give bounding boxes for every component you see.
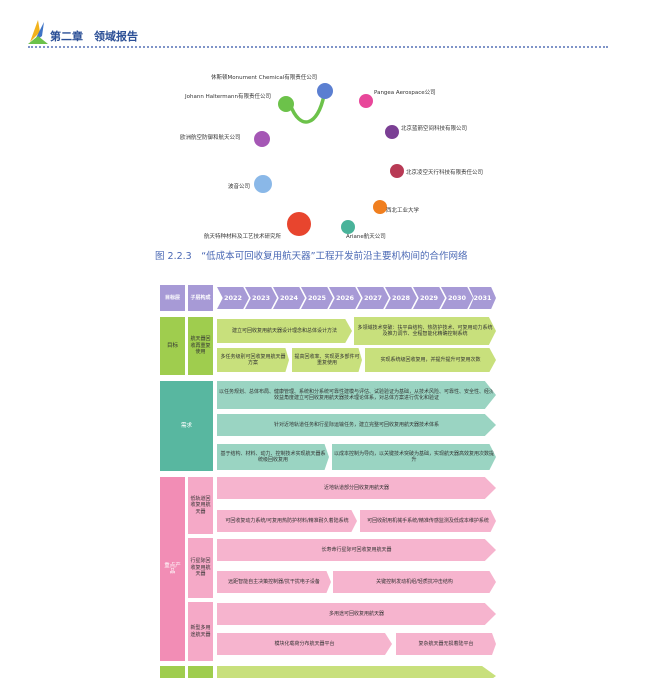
products-group-1-item-0: 长寿命行星际可回收复用航天器 bbox=[217, 539, 496, 561]
network-node-1 bbox=[278, 96, 294, 112]
year-8: 2030 bbox=[441, 287, 473, 309]
chapter-logo-icon bbox=[28, 20, 48, 44]
network-node-7 bbox=[373, 200, 387, 214]
year-6: 2028 bbox=[385, 287, 417, 309]
collaboration-network: 休斯顿Monument Chemical有限责任公司 Johann Halter… bbox=[180, 73, 483, 240]
products-group-1-item-1: 远距智能自主决策控制器/抗干扰电子设备 bbox=[217, 571, 331, 593]
network-node-2 bbox=[359, 94, 373, 108]
network-label-3: 北京蓝箭空间科技有限公司 bbox=[401, 124, 467, 132]
network-node-0 bbox=[317, 83, 333, 99]
products-group-2-item-2: 复杂航天器无损着陆平台 bbox=[396, 633, 496, 655]
goal-item-0: 建立可回收复用航天器设计理念和总体设计方法 bbox=[217, 319, 352, 343]
products-group-2-item-1: 模块化载荷分布航天器平台 bbox=[217, 633, 392, 655]
goal-sub-label: 航天器回收再重复使用 bbox=[188, 317, 213, 375]
products-group-0-item-0: 近地轨道部分回收复用航天器 bbox=[217, 477, 496, 499]
network-label-9: Ariane航天公司 bbox=[346, 232, 386, 240]
header-divider bbox=[28, 46, 608, 48]
year-2: 2024 bbox=[273, 287, 305, 309]
demand-item-1: 针对近地轨道任务和行星际运输任务，建立完整可回收复用航天器技术体系 bbox=[217, 414, 496, 436]
network-label-4: 欧洲航空防御和航天公司 bbox=[180, 133, 241, 141]
col-header-target: 目标层 bbox=[160, 285, 185, 311]
network-label-0: 休斯顿Monument Chemical有限责任公司 bbox=[211, 73, 317, 81]
network-node-3 bbox=[385, 125, 399, 139]
network-node-9 bbox=[341, 220, 355, 234]
goal-item-3: 提高回收率、实现更多部件可重复使用 bbox=[292, 348, 362, 372]
technology-roadmap: 目标层 子层构成 2022 2023 2024 2025 2026 2027 2… bbox=[160, 285, 496, 678]
demand-item-3: 以成本控制为导向，以关键技术突破为基础，实现航天器高效复用次数提升 bbox=[332, 444, 496, 470]
year-9: 2031 bbox=[469, 287, 496, 309]
network-label-1: Johann Haltermann有限责任公司 bbox=[184, 92, 271, 100]
year-3: 2025 bbox=[301, 287, 333, 309]
year-5: 2027 bbox=[357, 287, 389, 309]
products-group-1-item-2: 关键控制发动机组/轻质抗冲击结构 bbox=[333, 571, 496, 593]
demand-item-0: 以任务规划、总体布局、健康管理、系统和分系统可靠性建模与评估、试验验证为基础，从… bbox=[217, 381, 496, 409]
col-header-sub: 子层构成 bbox=[188, 285, 213, 311]
goal-item-4: 实现系统级回收复用，并提升提升可复用次数 bbox=[365, 348, 496, 372]
network-node-6 bbox=[254, 175, 272, 193]
figure-caption: 图 2.2.3 “低成本可回收复用航天器”工程开发前沿主要机构间的合作网络 bbox=[155, 251, 468, 262]
products-group-2-item-0: 多用途可回收复用航天器 bbox=[217, 603, 496, 625]
demand-item-2: 基于结构、材料、动力、控制技术实现航天器系统级回收复用 bbox=[217, 444, 329, 470]
network-node-4 bbox=[254, 131, 270, 147]
products-group-2-sub: 新型多用途航天器 bbox=[188, 602, 213, 661]
network-node-5 bbox=[390, 164, 404, 178]
network-label-6: 波音公司 bbox=[228, 182, 250, 190]
network-link bbox=[288, 94, 326, 124]
next-section-item bbox=[217, 666, 496, 678]
page-header: 第二章 领域报告 bbox=[28, 18, 628, 48]
products-label: 重点产品 bbox=[160, 477, 185, 661]
goal-label: 目标 bbox=[160, 317, 185, 375]
year-7: 2029 bbox=[413, 287, 445, 309]
goal-item-1: 多领域技术突破：扶平由结构、热防护技术、可复用动力系统及推力调节、全程智能化精确… bbox=[354, 317, 496, 345]
year-0: 2022 bbox=[217, 287, 249, 309]
goal-item-2: 多任务级别可回收复用航天器方案 bbox=[217, 348, 289, 372]
products-group-0-item-1: 可回收复动力系统/可复用热防护材料/精准耐久着陆系统 bbox=[217, 510, 357, 532]
network-label-7: 西北工业大学 bbox=[386, 206, 420, 214]
next-section-sub bbox=[188, 666, 213, 678]
year-4: 2026 bbox=[329, 287, 361, 309]
products-group-0-sub: 低轨道回收复用航天器 bbox=[188, 477, 213, 534]
network-label-2: Pangea Aerospace公司 bbox=[374, 89, 436, 96]
products-group-1-sub: 行星际回收复用航天器 bbox=[188, 538, 213, 598]
network-node-8 bbox=[287, 212, 311, 236]
year-1: 2023 bbox=[245, 287, 277, 309]
next-section-label bbox=[160, 666, 185, 678]
chapter-title: 第二章 领域报告 bbox=[50, 30, 138, 43]
demand-label: 需求 bbox=[160, 381, 213, 471]
network-label-5: 北京凌空天行科技有限责任公司 bbox=[406, 168, 483, 176]
network-label-8: 航天特种材料及工艺技术研究所 bbox=[204, 232, 282, 240]
products-group-0-item-2: 可回收耐用机械手系统/精准传感监测及低成本维护系统 bbox=[360, 510, 496, 532]
